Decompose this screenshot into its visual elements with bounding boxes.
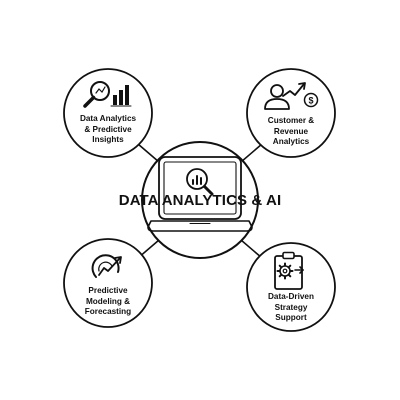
center-title: DATA ANALYTICS & AI [118,192,282,209]
gauge-trend-icon [91,254,122,278]
center-circle [141,141,259,259]
node-label-line: Customer & [267,116,315,125]
node-circle-strategy-support [246,242,336,332]
node-circle-customer-revenue [246,68,336,158]
magnifier-bar-chart-icon [83,81,132,108]
node-label-line: Strategy [274,302,308,312]
node-label-line: Data Analytics [79,114,137,123]
node-label-data-analytics: Data Analytics & Predictive Insights [64,114,152,146]
laptop-analytics-icon [147,156,253,232]
node-label-line: Revenue [273,126,309,136]
node-label-line: & Predictive [84,124,132,134]
clipboard-gear-icon [274,251,304,290]
node-label-predictive-modeling: Predictive Modeling & Forecasting [64,286,152,318]
node-label-line: Analytics [272,137,310,146]
node-label-strategy-support: Data-Driven Strategy Support [247,292,335,324]
node-label-line: Support [275,313,307,322]
svg-text:$: $ [308,96,313,106]
node-circle-data-analytics [63,68,153,158]
node-label-line: Forecasting [84,307,132,316]
node-circle-predictive-modeling [63,238,153,328]
person-dollar-trend-icon: $ [264,82,319,110]
node-label-line: Predictive [88,286,128,295]
node-label-line: Data-Driven [268,292,314,301]
node-label-line: Insights [92,135,124,144]
node-label-customer-revenue: Customer & Revenue Analytics [247,116,335,148]
node-label-line: Modeling & [85,296,131,306]
